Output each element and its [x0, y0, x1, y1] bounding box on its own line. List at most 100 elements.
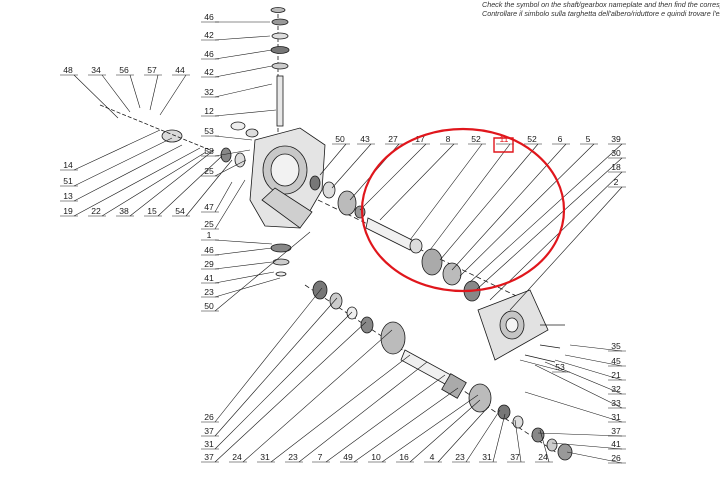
part-callout-37: 37	[204, 426, 214, 436]
leader-line	[551, 442, 623, 450]
red-highlight-ellipse	[360, 127, 566, 293]
part-callout-8: 8	[446, 134, 451, 144]
part-callout-45: 45	[611, 356, 621, 366]
leader-line	[381, 394, 479, 463]
leader-line	[73, 147, 201, 217]
part-callout-1: 1	[207, 230, 212, 240]
part-callout-16: 16	[399, 452, 409, 462]
leader-line	[73, 144, 183, 202]
leader-line	[566, 451, 623, 464]
leader-line	[409, 399, 481, 463]
highlighted-part-mark	[493, 137, 514, 153]
leader-line	[492, 413, 506, 463]
leader-line	[544, 361, 623, 395]
part-callout-4: 4	[430, 452, 435, 462]
leader-line	[214, 239, 273, 245]
leader-line	[524, 391, 623, 423]
part-callout-23: 23	[455, 452, 465, 462]
part-callout-41: 41	[204, 273, 214, 283]
part-callout-49: 49	[343, 452, 353, 462]
part-callout-13: 13	[63, 191, 73, 201]
leader-line	[214, 181, 233, 213]
part-callout-21: 21	[611, 370, 621, 380]
part-callout-37: 37	[611, 426, 621, 436]
leader-line	[409, 143, 483, 241]
part-callout-50: 50	[204, 301, 214, 311]
part-callout-12: 12	[204, 106, 214, 116]
leader-lines	[60, 21, 626, 464]
part-callout-37: 37	[510, 452, 520, 462]
part-callout-44: 44	[175, 65, 185, 75]
leader-line	[73, 74, 119, 119]
part-callout-11: 11	[500, 134, 509, 144]
leader-line	[73, 137, 173, 187]
leader-line	[319, 143, 347, 176]
part-callout-17: 17	[415, 134, 425, 144]
leader-line	[129, 149, 215, 217]
leader-line	[101, 151, 207, 217]
part-callout-47: 47	[204, 202, 214, 212]
header-instruction-it: Controllare il simbolo sulla targhetta d…	[482, 9, 720, 18]
part-callout-5: 5	[586, 134, 591, 144]
leader-line	[242, 329, 393, 463]
part-callout-39: 39	[611, 134, 621, 144]
leader-line	[214, 179, 246, 230]
part-callout-29: 29	[204, 259, 214, 269]
leader-line	[475, 157, 623, 291]
parts-drawing	[99, 7, 573, 461]
leader-line	[539, 429, 550, 463]
bearing-top	[270, 7, 286, 13]
leader-line	[459, 143, 595, 277]
part-callout-23: 23	[288, 452, 298, 462]
leader-line	[489, 171, 623, 301]
part-callout-26: 26	[611, 453, 621, 463]
gear-43	[337, 190, 357, 216]
leader-line	[439, 143, 539, 261]
part-callout-26: 26	[204, 412, 214, 422]
leader-line	[129, 74, 141, 109]
leader-line	[429, 143, 511, 251]
leader-line	[214, 287, 323, 423]
leader-line	[214, 65, 273, 78]
part-callout-53: 53	[204, 126, 214, 136]
part-callout-27: 27	[388, 134, 398, 144]
part-callout-46: 46	[204, 245, 214, 255]
part-callout-42: 42	[204, 30, 214, 40]
leader-line	[214, 277, 281, 298]
header-instruction-en: Check the symbol on the shaft/gearbox na…	[482, 0, 720, 9]
leader-line	[379, 143, 455, 221]
part-callout-19: 19	[63, 206, 73, 216]
part-callout-30: 30	[611, 148, 621, 158]
part-callout-32: 32	[204, 87, 214, 97]
leader-line	[534, 364, 623, 409]
leader-line	[214, 271, 275, 284]
part-callout-42: 42	[204, 67, 214, 77]
leader-line	[514, 419, 522, 463]
leader-line	[569, 344, 623, 352]
part-callout-25: 25	[204, 219, 214, 229]
part-callout-24: 24	[232, 452, 242, 462]
leader-line	[101, 74, 131, 113]
leader-line	[564, 354, 623, 367]
leader-line	[298, 361, 428, 463]
leader-line	[214, 247, 273, 256]
part-callout-22: 22	[91, 206, 101, 216]
leader-line	[509, 186, 623, 311]
leader-line	[537, 432, 623, 437]
part-callout-53: 53	[555, 362, 565, 372]
part-callout-46: 46	[204, 12, 214, 22]
part-callout-2: 2	[614, 177, 619, 187]
part-callout-23: 23	[204, 287, 214, 297]
part-callout-24: 24	[538, 452, 548, 462]
part-callout-33: 33	[611, 398, 621, 408]
part-callout-56: 56	[119, 65, 129, 75]
part-callout-46: 46	[204, 49, 214, 59]
leader-line	[325, 374, 446, 463]
leader-line	[465, 409, 501, 463]
part-callout-15: 15	[147, 206, 157, 216]
part-callout-48: 48	[63, 65, 73, 75]
leader-line	[331, 143, 372, 189]
leader-line	[214, 231, 311, 312]
